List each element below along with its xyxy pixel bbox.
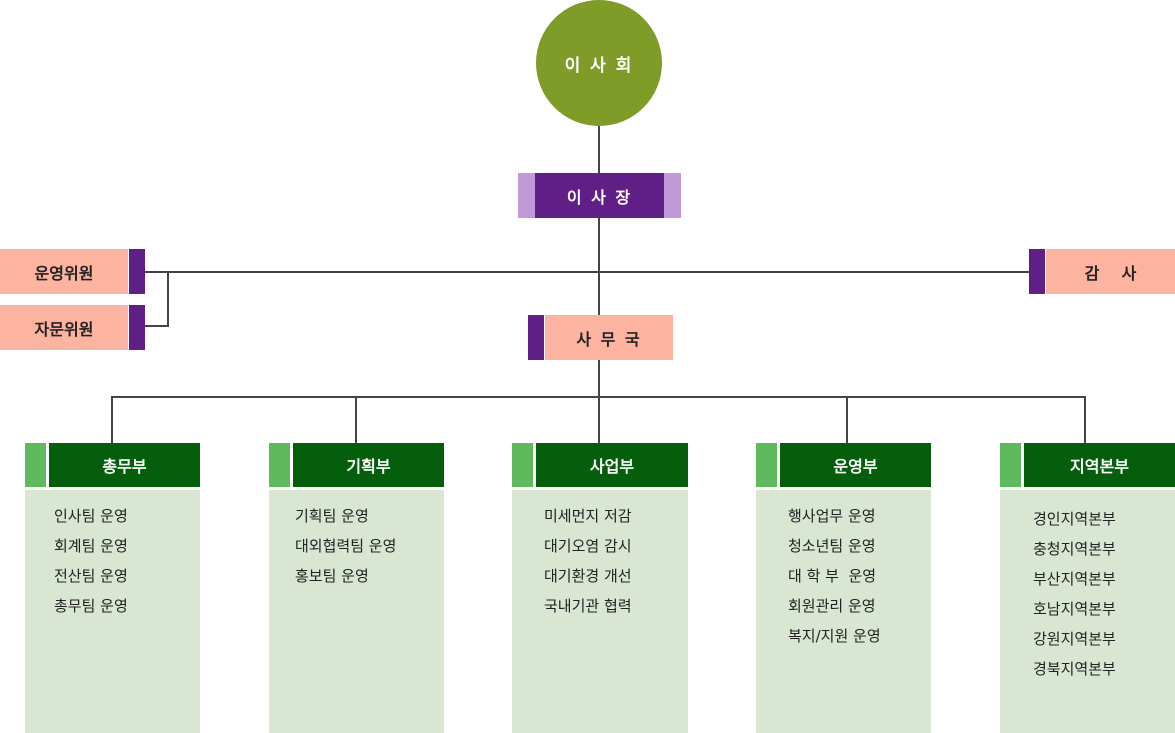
list-item: 경북지역본부: [1033, 660, 1116, 678]
connector-president-secretariat: [598, 218, 600, 316]
dept-1-title: 총무부: [102, 457, 147, 476]
board-node: 이 사 회: [536, 0, 662, 126]
president-right-accent: [664, 173, 681, 218]
list-item: 회원관리 운영: [788, 597, 876, 615]
connector-secretariat-down: [598, 360, 600, 397]
dept-3-header: 사업부: [533, 443, 688, 487]
dept-5-body: 경인지역본부 충청지역본부 부산지역본부 호남지역본부 강원지역본부 경북지역본…: [1000, 490, 1175, 733]
committee-advisory-accent: [129, 305, 145, 350]
list-item: 강원지역본부: [1033, 630, 1116, 648]
list-item: 대외협력팀 운영: [295, 537, 397, 555]
list-item: 홍보팀 운영: [295, 567, 369, 585]
dept-1-tab: [25, 443, 46, 487]
committee-advisory-node: 자문위원: [0, 305, 128, 350]
list-item: 부산지역본부: [1033, 570, 1116, 588]
connector-committee-advisory: [145, 325, 169, 327]
dept-3-title: 사업부: [589, 457, 635, 476]
dept-1-body: 인사팀 운영 회계팀 운영 전산팀 운영 총무팀 운영: [25, 490, 200, 733]
board-label: 이 사 회: [564, 55, 634, 76]
president-node: 이 사 장: [535, 173, 664, 218]
dept-5-header: 지역본부: [1021, 443, 1175, 487]
dept-2-list: 기획팀 운영 대외협력팀 운영 홍보팀 운영: [295, 501, 444, 591]
secretariat-node: 사 무 국: [545, 315, 673, 360]
list-item: 호남지역본부: [1033, 600, 1116, 618]
president-left-accent: [518, 173, 535, 218]
list-item: 대기오염 감시: [544, 537, 632, 555]
list-item: 대기환경 개선: [544, 567, 632, 585]
dept-5-title: 지역본부: [1070, 457, 1129, 476]
connector-dept-5: [1084, 396, 1086, 443]
dept-3-body: 미세먼지 저감 대기오염 감시 대기환경 개선 국내기관 협력: [512, 490, 688, 733]
secretariat-label: 사 무 국: [576, 329, 642, 349]
dept-2-tab: [269, 443, 290, 487]
connector-dept-3: [598, 396, 600, 443]
dept-4-title: 운영부: [833, 457, 878, 476]
auditor-node: 감 사: [1046, 249, 1175, 294]
list-item: 회계팀 운영: [54, 537, 128, 555]
list-item: 행사업무 운영: [788, 507, 876, 525]
auditor-label: 감 사: [1084, 263, 1137, 283]
dept-4-body: 행사업무 운영 청소년팀 운영 대 학 부 운영 회원관리 운영 복지/지원 운…: [756, 490, 931, 733]
list-item: 인사팀 운영: [54, 507, 128, 525]
list-item: 복지/지원 운영: [788, 627, 881, 645]
dept-4-header: 운영부: [777, 443, 931, 487]
committee-advisory-label: 자문위원: [34, 319, 94, 339]
list-item: 미세먼지 저감: [544, 507, 632, 525]
auditor-accent: [1029, 249, 1045, 294]
list-item: 충청지역본부: [1033, 540, 1116, 558]
list-item: 전산팀 운영: [54, 567, 128, 585]
dept-5-tab: [1000, 443, 1021, 487]
committee-operating-accent: [129, 249, 145, 294]
committee-operating-label: 운영위원: [34, 263, 94, 283]
dept-2-title: 기획부: [346, 457, 391, 476]
list-item: 청소년팀 운영: [788, 537, 876, 555]
list-item: 경인지역본부: [1033, 510, 1116, 528]
connector-board-president: [598, 126, 600, 173]
president-label: 이 사 장: [566, 187, 633, 207]
connector-dept-2: [355, 396, 357, 443]
list-item: 기획팀 운영: [295, 507, 369, 525]
dept-1-list: 인사팀 운영 회계팀 운영 전산팀 운영 총무팀 운영: [54, 501, 200, 621]
connector-dept-4: [846, 396, 848, 443]
list-item: 총무팀 운영: [54, 597, 128, 615]
dept-2-header: 기획부: [290, 443, 444, 487]
dept-1-header: 총무부: [46, 443, 200, 487]
list-item: 대 학 부 운영: [788, 567, 877, 585]
dept-3-tab: [512, 443, 533, 487]
dept-4-list: 행사업무 운영 청소년팀 운영 대 학 부 운영 회원관리 운영 복지/지원 운…: [788, 501, 931, 651]
secretariat-accent: [528, 315, 544, 360]
list-item: 국내기관 협력: [544, 597, 632, 615]
dept-2-body: 기획팀 운영 대외협력팀 운영 홍보팀 운영: [269, 490, 444, 733]
connector-committee-vertical: [167, 271, 169, 327]
connector-horizontal-committees-auditor: [145, 271, 1029, 273]
dept-3-list: 미세먼지 저감 대기오염 감시 대기환경 개선 국내기관 협력: [544, 501, 688, 621]
connector-dept-1: [111, 396, 113, 443]
dept-4-tab: [756, 443, 777, 487]
dept-5-list: 경인지역본부 충청지역본부 부산지역본부 호남지역본부 강원지역본부 경북지역본…: [1033, 504, 1175, 684]
committee-operating-node: 운영위원: [0, 249, 128, 294]
